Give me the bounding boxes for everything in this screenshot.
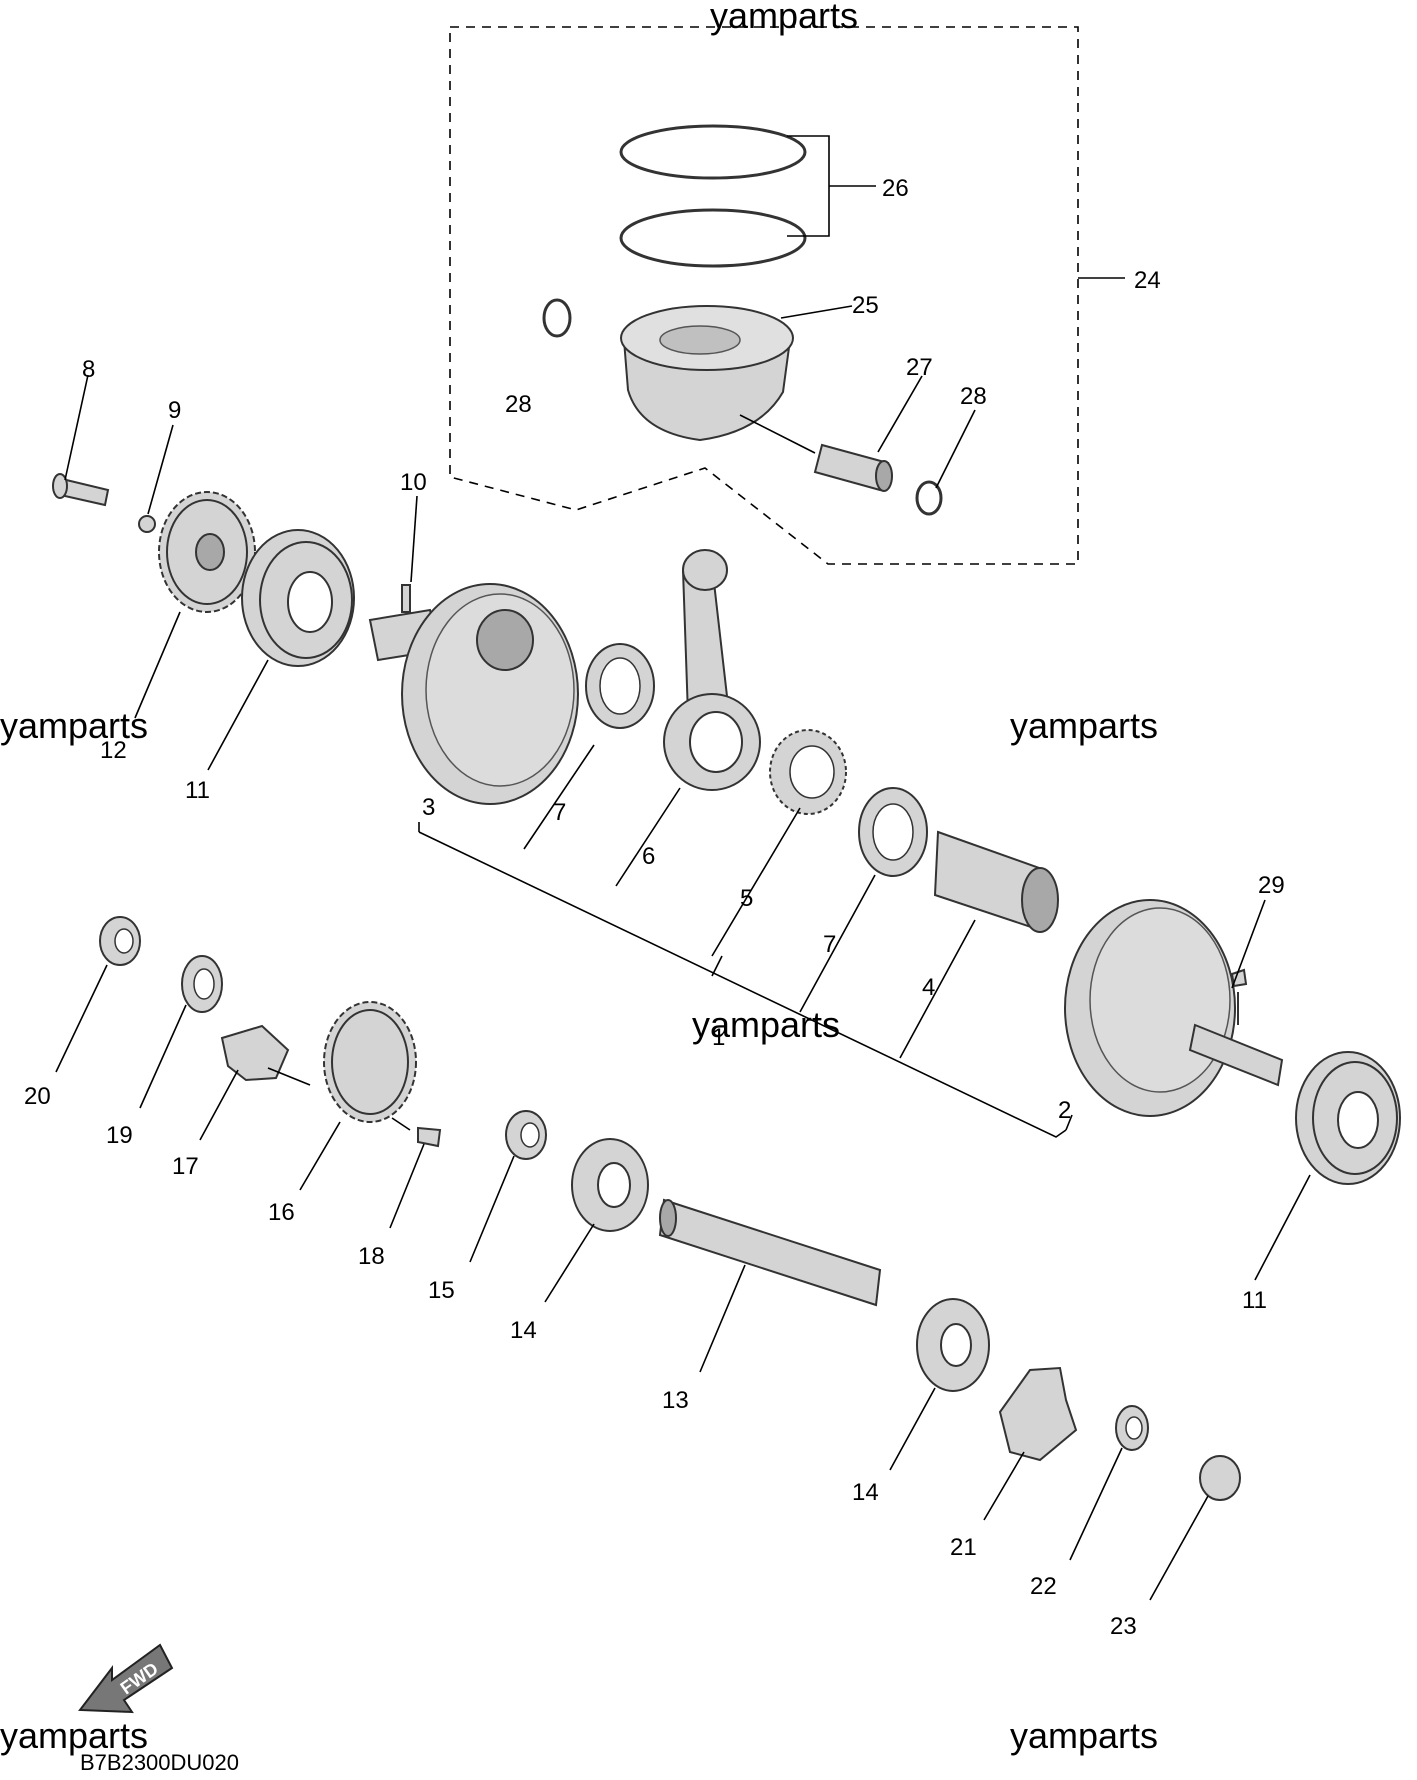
callout-12: 12 [100,737,127,764]
small-washer [138,515,156,533]
callout-7a: 7 [553,799,566,826]
callout-9: 9 [168,397,181,424]
balancer-weight-right [998,1366,1078,1462]
circlip-left [542,298,572,338]
watermark: yamparts [0,1715,148,1756]
nut-left [99,916,141,966]
piston-kit-boundary [449,26,1079,565]
crank-pin [933,830,1059,933]
balancer-bearing-left [571,1138,649,1232]
callout-3: 3 [422,794,435,821]
callout-7b: 7 [823,931,836,958]
nut-right [1199,1455,1241,1501]
piston [620,305,794,442]
bolt [52,473,110,507]
callout-28a: 28 [505,391,532,418]
balancer-bearing-right [916,1298,990,1392]
callout-25: 25 [852,292,879,319]
callout-23: 23 [1110,1613,1137,1640]
crank-left [368,583,579,805]
crank-right [1064,899,1284,1117]
callout-14b: 14 [852,1479,879,1506]
callout-16: 16 [268,1199,295,1226]
balancer-sprocket [323,1001,417,1123]
watermark: yamparts [710,0,858,36]
sprocket-bolt [417,1126,442,1148]
piston-rings [619,124,807,268]
balancer-weight-left [220,1024,290,1082]
callout-24: 24 [1134,267,1161,294]
callout-28b: 28 [960,383,987,410]
circlip-right [915,480,943,516]
thrust-washer-right [858,787,928,877]
washer-left [181,955,223,1013]
connecting-rod [663,549,761,791]
watermark: yamparts [1010,705,1158,746]
callout-15: 15 [428,1277,455,1304]
callout-1: 1 [712,1024,725,1051]
watermarks: yamparts yamparts yamparts yamparts yamp… [0,0,1158,1756]
callout-6: 6 [642,843,655,870]
callout-14a: 14 [510,1317,537,1344]
callout-18: 18 [358,1243,385,1270]
thrust-washer-left [585,643,655,729]
crank-bearing-left [241,529,355,667]
callout-26: 26 [882,175,909,202]
fwd-arrow-icon: FWD [78,1643,174,1714]
callout-19: 19 [106,1122,133,1149]
callout-21: 21 [950,1534,977,1561]
callout-5: 5 [740,885,753,912]
diagram-code: B7B2300DU020 [80,1750,239,1775]
needle-bearing [769,729,847,815]
leader-lines [55,135,1311,1601]
callout-29: 29 [1258,872,1285,899]
callout-20: 20 [24,1083,51,1110]
watermark: yamparts [692,1004,840,1045]
drive-sprocket [158,491,256,613]
callout-22: 22 [1030,1573,1057,1600]
callout-10: 10 [400,469,427,496]
washer-right [1115,1405,1149,1451]
callout-labels: 1 2 3 4 5 6 7 7 8 9 10 11 11 12 13 14 14… [24,175,1285,1640]
balancer-shaft [658,1198,882,1307]
piston-pin [813,443,893,492]
callout-11b: 11 [1242,1287,1267,1314]
dowel-pin [401,584,411,613]
callout-27: 27 [906,354,933,381]
callout-13: 13 [662,1387,689,1414]
callout-17: 17 [172,1153,199,1180]
crank-bearing-right [1295,1051,1401,1185]
callout-2: 2 [1058,1097,1071,1124]
woodruff-key [1230,968,1248,988]
callout-11a: 11 [185,777,210,804]
bushing [505,1110,547,1160]
callout-8: 8 [82,356,95,383]
watermark: yamparts [1010,1715,1158,1756]
watermark: yamparts [0,705,148,746]
callout-4: 4 [922,974,935,1001]
